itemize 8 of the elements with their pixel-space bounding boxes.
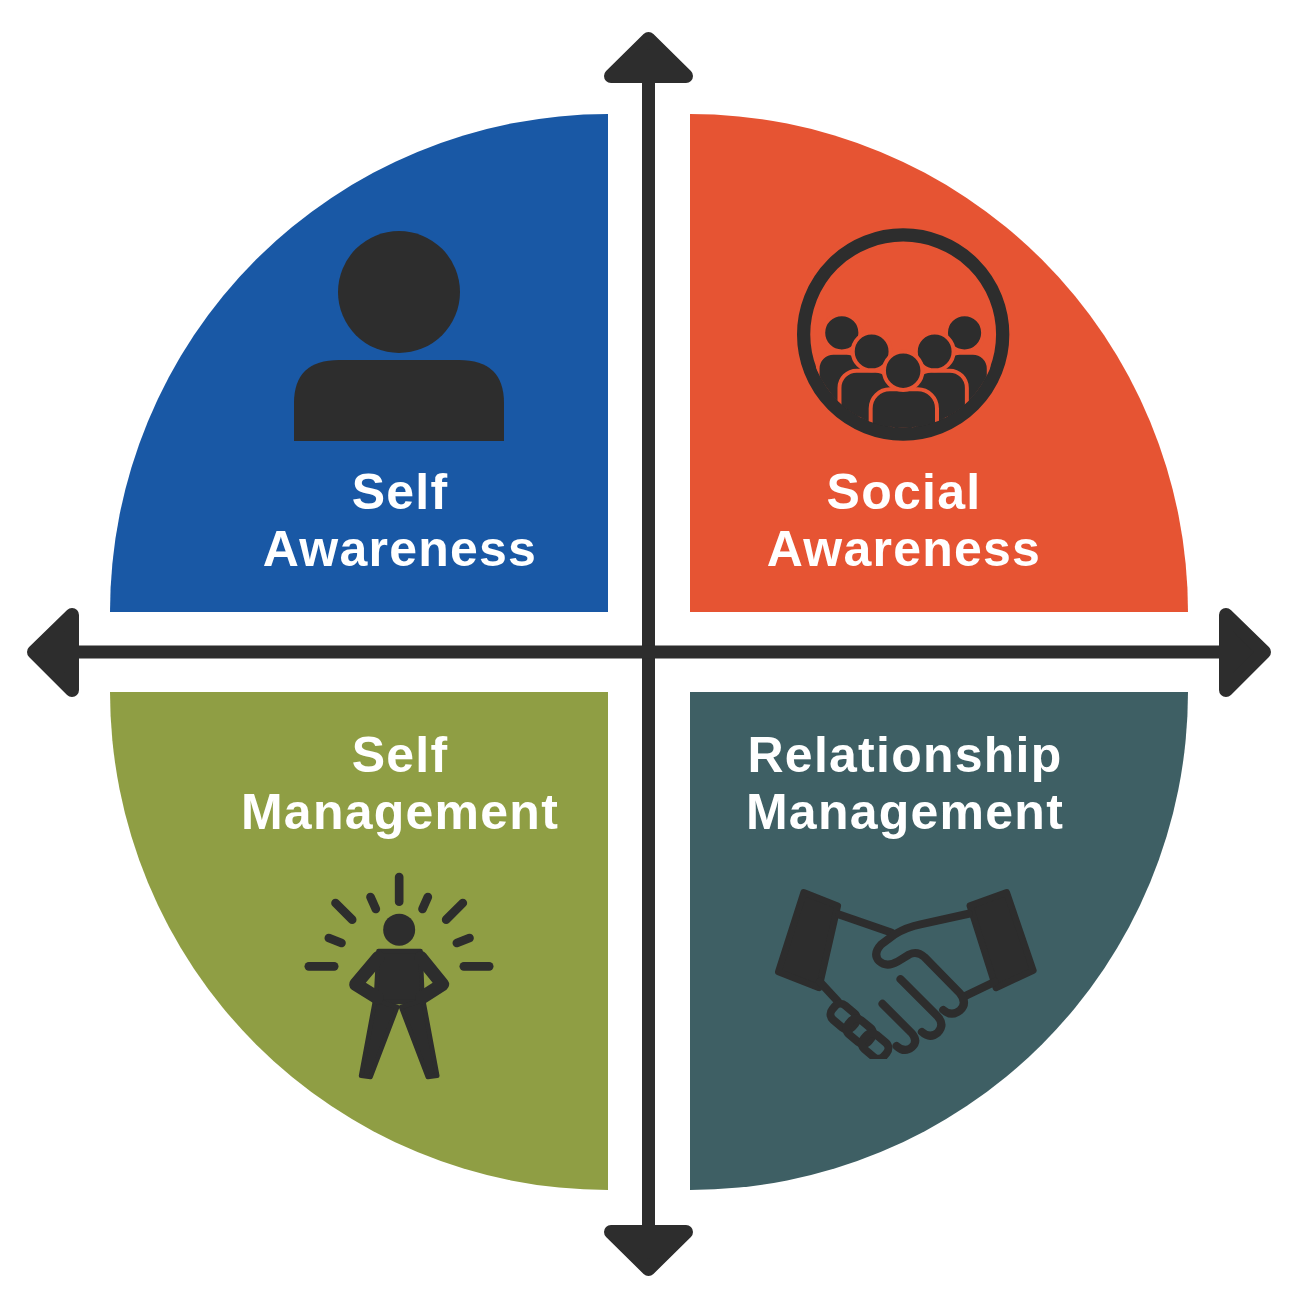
quadrant-panel — [110, 692, 608, 1190]
quadrant-title: Social Awareness — [765, 464, 1043, 578]
quadrant-title: Self Management — [239, 727, 561, 841]
quadrant-title: Self Awareness — [261, 464, 539, 578]
quadrant-panel — [690, 692, 1188, 1190]
quadrant-title: Relationship Management — [744, 727, 1066, 841]
quadrant-panel — [690, 114, 1188, 612]
quadrant-panel — [110, 114, 608, 612]
